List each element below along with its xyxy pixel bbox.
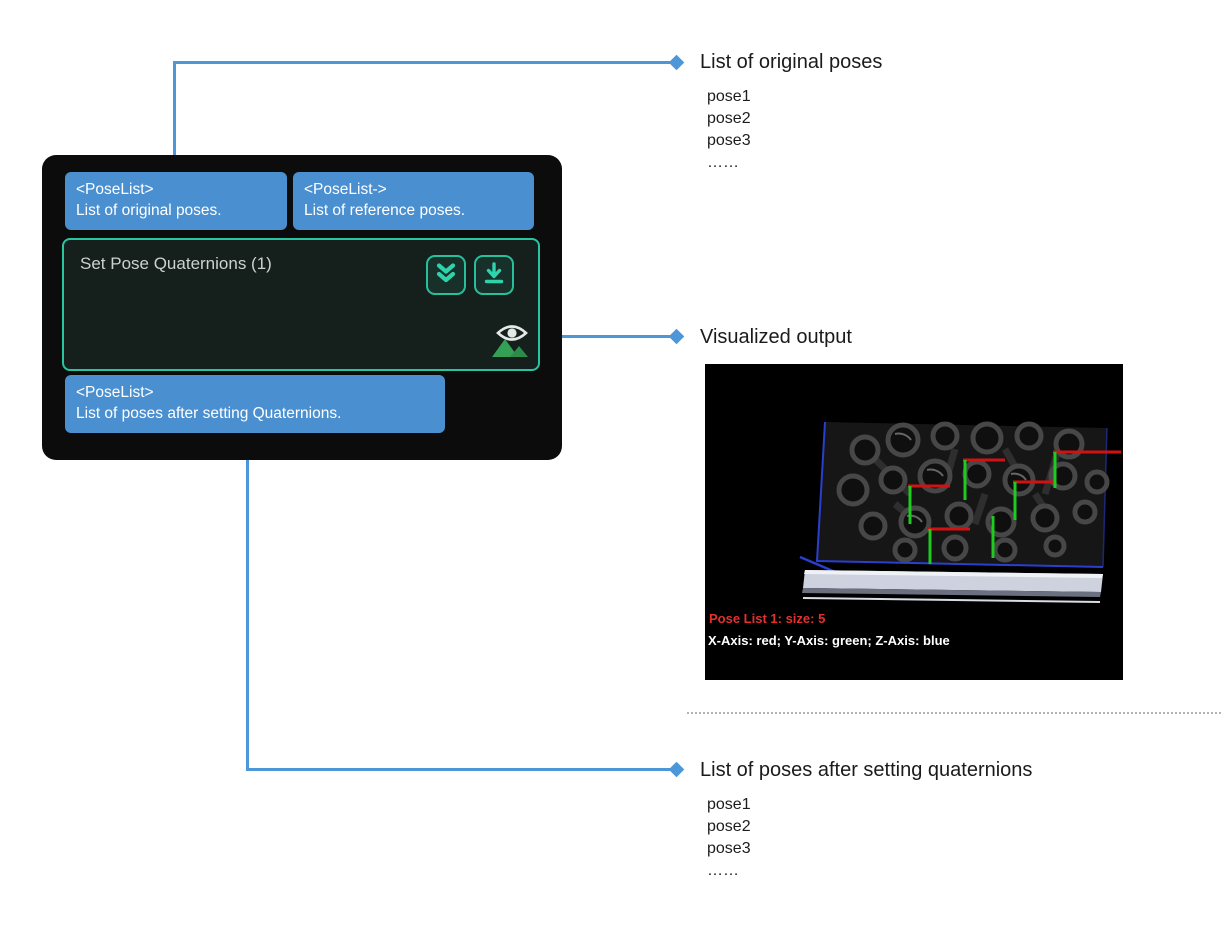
download-arrow-icon	[482, 261, 506, 290]
connector-line-visualized	[536, 335, 673, 338]
collapse-button[interactable]	[426, 255, 466, 295]
port-description: List of poses after setting Quaternions.	[76, 405, 342, 422]
diamond-marker-after	[668, 761, 685, 778]
dotted-separator	[687, 712, 1221, 714]
pose-item-ellipsis: ……	[707, 154, 739, 171]
original-poses-list: pose1 pose2 pose3 ……	[707, 86, 751, 174]
input-port-original-poses[interactable]: <PoseList> List of original poses.	[65, 172, 287, 230]
double-chevron-down-icon	[434, 261, 458, 290]
viz-caption-axis-legend: X-Axis: red; Y-Axis: green; Z-Axis: blue	[708, 633, 950, 648]
node-body-set-pose-quaternions[interactable]: Set Pose Quaternions (1)	[62, 238, 540, 371]
port-description: List of reference poses.	[304, 202, 466, 219]
pose-item: pose1	[707, 88, 751, 105]
port-description: List of original poses.	[76, 202, 222, 219]
node-title: Set Pose Quaternions (1)	[80, 254, 272, 273]
port-type: <PoseList->	[304, 181, 387, 198]
input-port-reference-poses[interactable]: <PoseList-> List of reference poses.	[293, 172, 534, 230]
connector-line-after-horizontal	[246, 768, 674, 771]
run-step-button[interactable]	[474, 255, 514, 295]
output-port-poses-after[interactable]: <PoseList> List of poses after setting Q…	[65, 375, 445, 433]
connector-line-original-vertical	[173, 62, 176, 173]
pose-item-ellipsis: ……	[707, 862, 739, 879]
pose-item: pose2	[707, 818, 751, 835]
diamond-marker-original	[668, 54, 685, 71]
visualization-image: Pose List 1: size: 5 X-Axis: red; Y-Axis…	[705, 364, 1123, 680]
connector-line-original-horizontal	[173, 61, 673, 64]
pose-item: pose3	[707, 132, 751, 149]
poses-after-list: pose1 pose2 pose3 ……	[707, 794, 751, 882]
port-type: <PoseList>	[76, 384, 154, 401]
visualize-output-toggle[interactable]	[488, 317, 532, 361]
connector-line-after-vertical	[246, 433, 249, 771]
port-type: <PoseList>	[76, 181, 154, 198]
diamond-marker-visualized	[668, 328, 685, 345]
pose-item: pose3	[707, 840, 751, 857]
pose-item: pose2	[707, 110, 751, 127]
pose-item: pose1	[707, 796, 751, 813]
annotation-original-poses-heading: List of original poses	[700, 51, 883, 73]
viz-caption-pose-list-size: Pose List 1: size: 5	[709, 611, 826, 626]
point-cloud-scene	[705, 364, 1123, 680]
annotation-visualized-output-heading: Visualized output	[700, 326, 852, 348]
eye-landscape-icon	[488, 325, 532, 365]
annotation-poses-after-heading: List of poses after setting quaternions	[700, 759, 1033, 781]
